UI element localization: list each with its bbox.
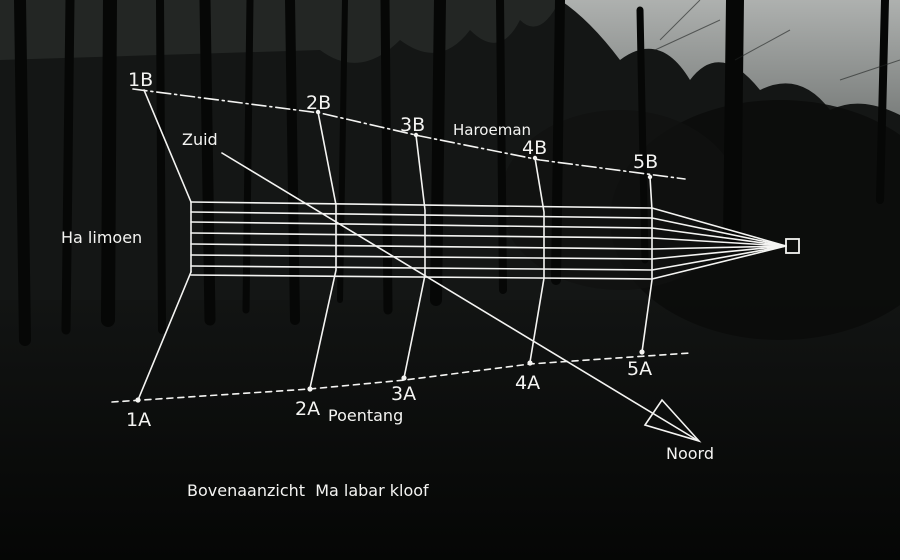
transect-2	[309, 111, 337, 389]
label-haroeman: Haroeman	[453, 121, 531, 139]
converging-lines	[651, 207, 787, 280]
transect-4	[529, 157, 545, 363]
upper-boundary-line	[132, 88, 686, 180]
transect-5	[641, 176, 653, 353]
tree-trunks	[14, 0, 889, 346]
point-label-2a: 2A	[295, 398, 320, 420]
point-label-1a: 1A	[126, 409, 151, 431]
point-label-1b: 1B	[128, 69, 153, 91]
point-label-4a: 4A	[515, 372, 540, 394]
point-label-2b: 2B	[306, 92, 331, 114]
endpoint-square	[785, 238, 800, 254]
point-label-4b: 4B	[522, 137, 547, 159]
point-label-3b: 3B	[400, 114, 425, 136]
south-north-line	[221, 152, 698, 441]
point-label-5b: 5B	[633, 151, 658, 173]
leg-1b	[143, 89, 192, 203]
label-poentang: Poentang	[328, 406, 403, 425]
caption: Bovenaanzicht Ma labar kloof	[187, 481, 429, 500]
north-arrow	[643, 398, 702, 443]
label-halimoen: Ha limoen	[61, 228, 142, 247]
point-label-5a: 5A	[627, 358, 652, 380]
label-zuid: Zuid	[182, 130, 218, 149]
leg-1a	[137, 271, 192, 401]
label-noord: Noord	[666, 444, 714, 463]
lower-boundary-line	[111, 352, 691, 403]
parallel-lines	[190, 201, 653, 280]
transect-3	[403, 134, 426, 379]
point-label-3a: 3A	[391, 383, 416, 405]
survey-points	[135, 109, 653, 403]
